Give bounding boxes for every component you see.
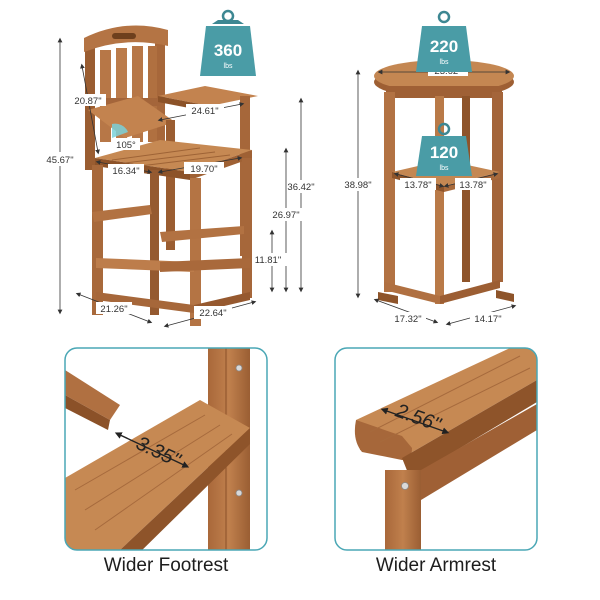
table-top-weight-badge: 220 lbs bbox=[416, 10, 472, 72]
chair-base-depth-label: 21.26" bbox=[100, 304, 127, 315]
chair-back-height-label: 20.87" bbox=[74, 96, 101, 107]
chair-arm-height-label: 26.97" bbox=[272, 210, 299, 221]
bar-table bbox=[374, 60, 514, 304]
armrest-detail-panel: 2.56" bbox=[334, 347, 538, 551]
table-shelf-width-label: 13.78" bbox=[459, 180, 486, 191]
chair-total-height-label: 45.67" bbox=[46, 155, 73, 166]
table-dimensions: 23.62" 38.98" 13.78" 13.78" 17.32" 14.17… bbox=[337, 63, 517, 326]
table-base-width-label: 14.17" bbox=[474, 314, 501, 325]
armrest-caption: Wider Armrest bbox=[375, 555, 497, 576]
chair-weight-badge: 360 lbs bbox=[200, 9, 256, 76]
chair-dimensions: 45.67" 20.87" 24.61" 105° 16.34" 19.70" … bbox=[40, 37, 322, 328]
chair-weight-unit: lbs bbox=[224, 63, 233, 70]
chair-arm-width-label: 24.61" bbox=[191, 106, 218, 117]
table-top-weight-unit: lbs bbox=[440, 59, 449, 66]
chair-footrest-height-label: 11.81" bbox=[255, 255, 281, 266]
table-shelf-weight-unit: lbs bbox=[440, 165, 449, 172]
table-shelf-weight-value: 120 bbox=[430, 143, 458, 162]
chair-seat-depth-label: 16.34" bbox=[112, 166, 139, 177]
footrest-caption: Wider Footrest bbox=[103, 555, 229, 576]
chair-angle-label: 105° bbox=[116, 140, 136, 151]
chair-seat-width-label: 19.70" bbox=[190, 164, 217, 175]
chair-seat-height-label: 36.42" bbox=[287, 182, 314, 193]
table-shelf-depth-label: 13.78" bbox=[404, 180, 431, 191]
table-shelf-weight-badge: 120 lbs bbox=[416, 122, 472, 176]
table-top-weight-value: 220 bbox=[430, 37, 458, 56]
table-base-depth-label: 17.32" bbox=[394, 314, 421, 325]
chair-base-width-label: 22.64" bbox=[199, 308, 226, 319]
table-height-label: 38.98" bbox=[344, 180, 371, 191]
footrest-detail-panel: 3.35" bbox=[64, 347, 268, 551]
chair-weight-value: 360 bbox=[214, 41, 242, 60]
